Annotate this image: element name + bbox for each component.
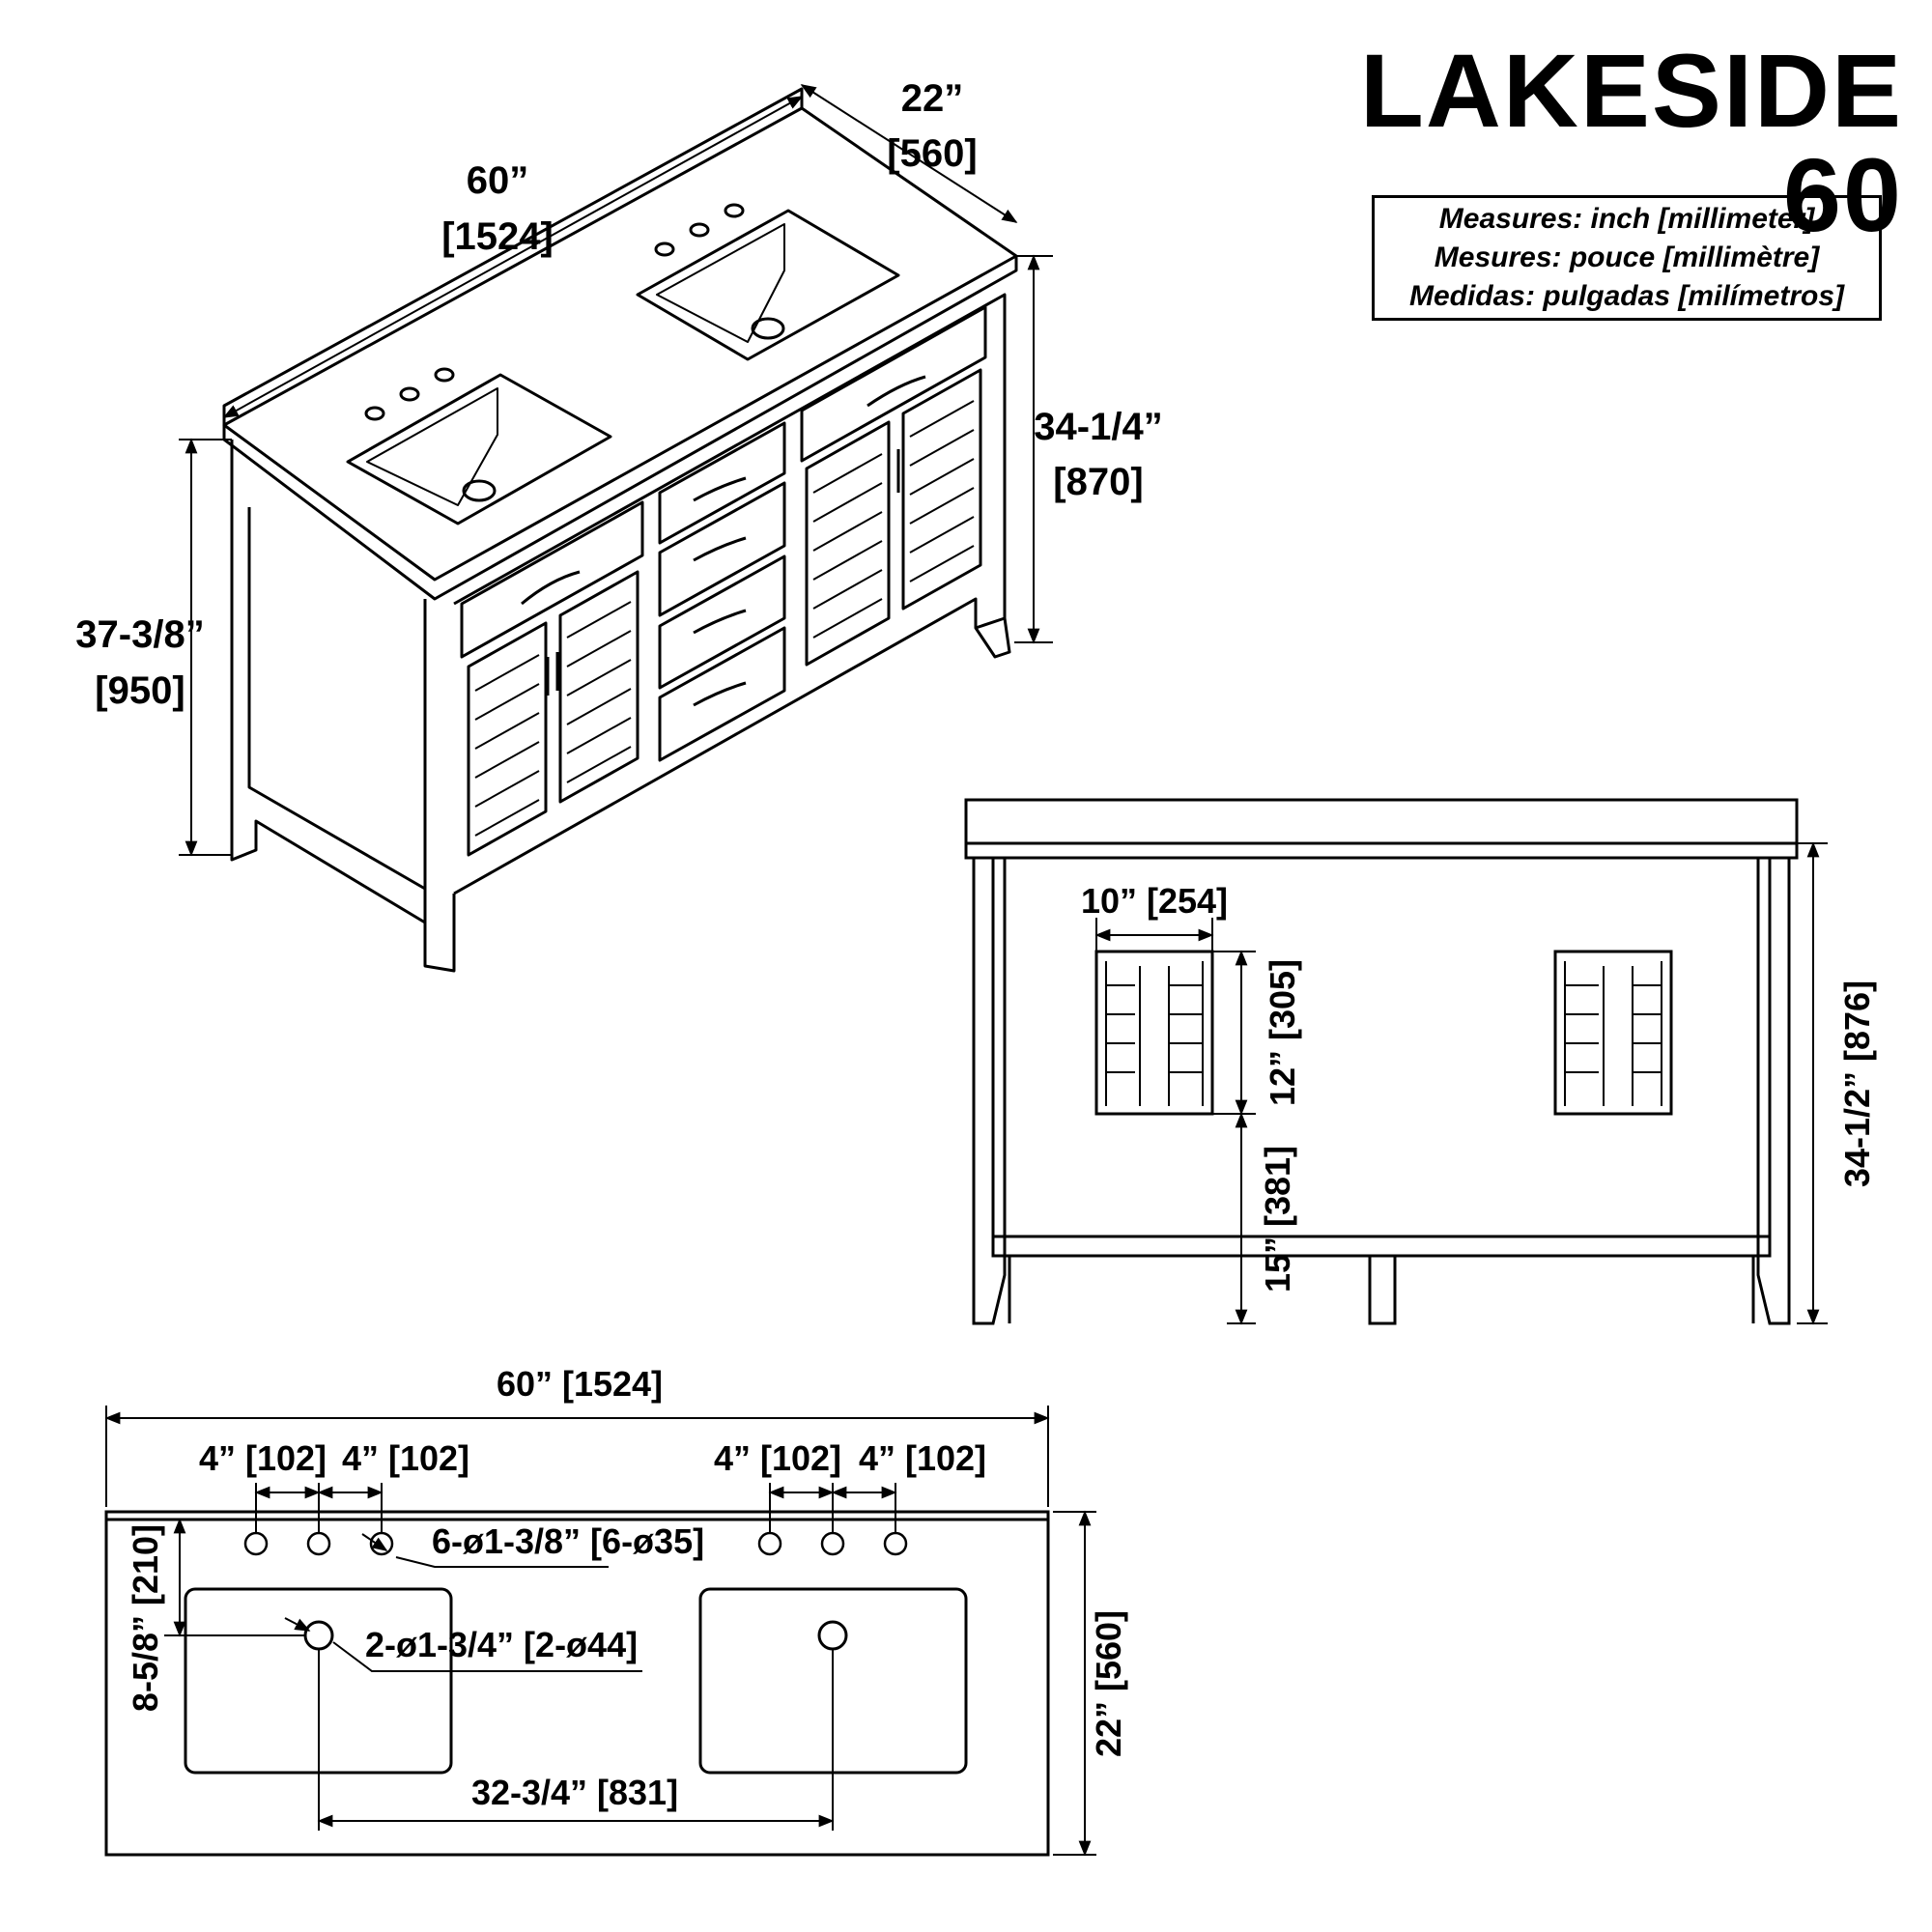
cabinet-left-side <box>230 440 427 924</box>
legend-spanish: Medidas: pulgadas [milímetros] <box>1408 280 1845 312</box>
iso-depth-in: 22” <box>901 77 964 120</box>
top-view-dimensions <box>104 1406 1096 1857</box>
cabinet-right-leg <box>974 617 1011 659</box>
left-door-a <box>467 621 548 857</box>
legend-french: Mesures: pouce [millimètre] <box>1434 242 1820 273</box>
left-spacing-1: 4” [102] <box>199 1438 327 1478</box>
cabinet-front <box>453 293 1007 895</box>
back-bottom-rail <box>991 1235 1772 1258</box>
right-drain-hole <box>817 1620 848 1651</box>
center-drawer-4 <box>658 626 786 762</box>
right-spacing-2: 4” [102] <box>859 1438 986 1478</box>
right-door-b <box>901 368 982 611</box>
drain-offset-label: 8-5/8” [210] <box>126 1524 165 1712</box>
back-panel <box>972 858 1007 1325</box>
back-countertop <box>964 841 1799 860</box>
right-spacing-1: 4” [102] <box>714 1438 841 1478</box>
back-center-leg <box>1368 1254 1397 1325</box>
top-depth-label: 22” [560] <box>1089 1610 1128 1757</box>
countertop-front-edge <box>222 256 1018 601</box>
faucet-hole <box>883 1531 908 1556</box>
product-title: LAKESIDE 60 <box>1359 32 1903 253</box>
left-door-b <box>558 570 639 804</box>
legend-english: Measures: inch [millimeter] <box>1438 203 1815 235</box>
faucet-holes-label: 6-ø1-3/8” [6-ø35] <box>432 1521 704 1561</box>
right-top-drawer <box>800 305 987 463</box>
back-view <box>964 798 1799 1325</box>
iso-total-height-mm: [950] <box>95 669 185 712</box>
back-cutout-height: 12” [305] <box>1263 959 1302 1106</box>
back-cutout-from-floor: 15” [381] <box>1258 1146 1297 1293</box>
iso-width-mm: [1524] <box>441 215 554 258</box>
faucet-hole <box>757 1531 782 1556</box>
faucet-hole <box>306 1531 331 1556</box>
drain-spacing-label: 32-3/4” [831] <box>471 1773 678 1812</box>
center-drawer-3 <box>658 554 786 690</box>
right-door-a <box>805 420 891 667</box>
center-drawer-2 <box>658 481 786 617</box>
drain-holes-label: 2-ø1-3/4” [2-ø44] <box>365 1625 638 1664</box>
right-plumbing-cutout <box>1553 950 1673 1116</box>
isometric-dimensions <box>179 84 1053 857</box>
left-plumbing-cutout <box>1094 950 1214 1116</box>
left-top-drawer <box>460 500 644 659</box>
left-drain-hole <box>303 1620 334 1651</box>
iso-counter-height-mm: [870] <box>1053 461 1143 503</box>
cabinet-front-left-leg <box>423 599 456 973</box>
isometric-view <box>222 87 1018 973</box>
iso-width-in: 60” <box>467 159 529 202</box>
iso-counter-height-in: 34-1/4” <box>1034 406 1162 448</box>
back-height: 34-1/2” [876] <box>1837 980 1877 1187</box>
faucet-hole <box>369 1531 394 1556</box>
back-backsplash <box>964 798 1799 845</box>
iso-depth-mm: [560] <box>887 132 977 175</box>
top-overall-width: 60” [1524] <box>497 1364 663 1404</box>
back-view-dimensions <box>1094 841 1828 1325</box>
left-spacing-2: 4” [102] <box>342 1438 469 1478</box>
iso-total-height-in: 37-3/8” <box>75 613 204 656</box>
center-drawer-1 <box>658 421 786 545</box>
back-cutout-width: 10” [254] <box>1081 881 1228 921</box>
top-backsplash <box>104 1510 1050 1521</box>
faucet-hole <box>243 1531 269 1556</box>
measurement-legend: Measures: inch [millimeter] Mesures: pou… <box>1372 195 1882 321</box>
faucet-hole <box>820 1531 845 1556</box>
